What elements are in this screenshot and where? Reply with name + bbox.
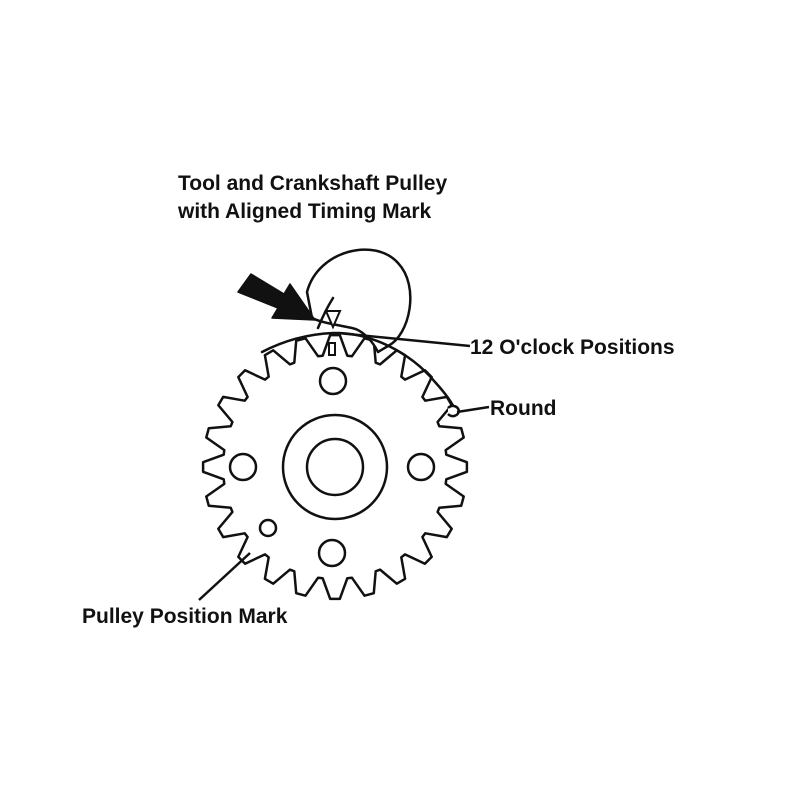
bolt-hole-top: [318, 366, 348, 396]
pulley-timing-mark-icon: [328, 342, 336, 356]
leader-line-12-oclock: [337, 331, 471, 348]
bolt-hole-left: [228, 452, 258, 482]
hub-outer-ring: [281, 413, 389, 521]
bolt-hole-bottom: [317, 538, 347, 568]
diagram-title-line-2: with Aligned Timing Mark: [178, 200, 432, 223]
alignment-tool-round-body: [305, 248, 412, 354]
leader-line-pulley-position: [198, 552, 251, 601]
sprocket-outline: [201, 333, 469, 601]
hub-inner-bore: [305, 437, 365, 497]
bolt-hole-right: [406, 452, 436, 482]
alignment-tool-band-inner: [316, 296, 335, 330]
tool-timing-mark-icon: [324, 310, 342, 330]
leader-line-round: [456, 405, 490, 414]
callout-round: Round: [490, 397, 557, 420]
callout-pulley-position-mark: Pulley Position Mark: [82, 605, 288, 628]
diagram-title-line-1: Tool and Crankshaft Pulley: [178, 172, 448, 195]
alignment-tool-band: [260, 331, 457, 412]
callout-twelve-oclock: 12 O'clock Positions: [470, 336, 675, 359]
arrow-icon: [237, 273, 316, 321]
pulley-position-hole: [258, 518, 278, 538]
